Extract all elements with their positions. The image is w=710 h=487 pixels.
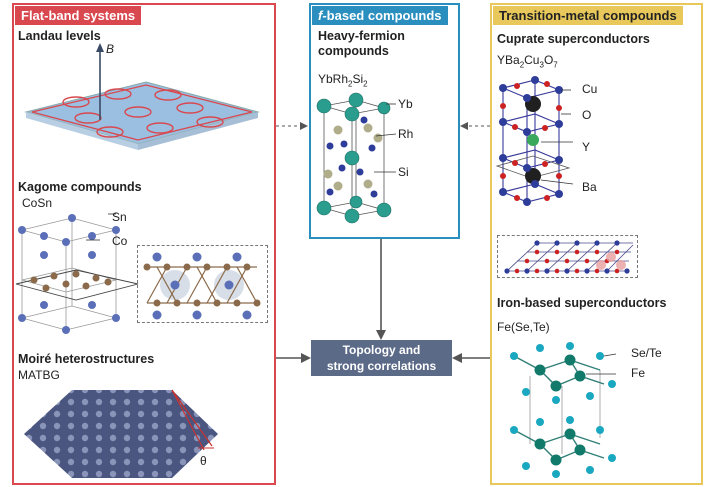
transition-metal-header: Transition-metal compounds [493,6,683,25]
atom-si-label: Si [398,165,409,179]
atom-rh-label: Rh [398,127,414,141]
cuo2-plane-illustration [504,240,634,274]
kagome-crystal-structure [15,213,139,334]
cuprate-atom-cu: Cu [582,82,598,96]
kagome-title: Kagome compounds [18,180,142,194]
kagome-lattice-illustration [143,252,261,320]
landau-levels-illustration [24,43,260,150]
center-line-2: strong correlations [326,359,437,373]
iron-atom-fe: Fe [631,366,646,380]
heavy-fermion-title-2: compounds [318,44,389,58]
moire-heterostructure-illustration [24,389,218,478]
iron-title: Iron-based superconductors [497,296,667,310]
moire-material: MATBG [18,368,60,382]
transition-metal-panel [490,3,703,485]
cuprate-formula: YBa2Cu3O7 [497,53,558,70]
iron-atom-se-te: Se/Te [631,346,662,360]
kagome-atom-co: Co [112,234,128,248]
flat-band-header: Flat-band systems [15,6,142,25]
kagome-atom-sn: Sn [112,210,127,224]
heavy-fermion-title-1: Heavy-fermion [318,29,405,43]
cuprate-atom-ba: Ba [582,180,597,194]
f-based-header-rest: -based compounds [322,8,442,23]
moire-title: Moiré heterostructures [18,352,155,366]
center-line-1: Topology and [342,343,421,357]
iron-formula: Fe(Se,Te) [497,320,550,334]
f-based-header-f: f [318,8,323,23]
twist-angle-label: θ [200,454,207,468]
magnetic-field-label: B [106,42,115,56]
heavy-fermion-crystal [316,92,397,224]
f-based-panel [309,3,460,239]
cuo2-plane-inset [497,235,638,278]
f-based-header: f-based compounds [312,6,448,25]
cuprate-title: Cuprate superconductors [497,32,650,46]
iron-based-crystal [510,342,617,478]
landau-title: Landau levels [18,29,101,43]
topology-strong-correlations-box: Topology and strong correlations [311,340,452,376]
atom-yb-label: Yb [398,97,413,111]
cuprate-atom-o: O [582,108,592,122]
cuprate-atom-y: Y [582,140,591,154]
flat-band-panel [12,3,276,485]
kagome-formula: CoSn [22,196,53,210]
kagome-lattice-inset [137,245,268,323]
cuprate-crystal [495,76,574,206]
ybrh2si2-formula: YbRh2Si2 [318,72,368,89]
